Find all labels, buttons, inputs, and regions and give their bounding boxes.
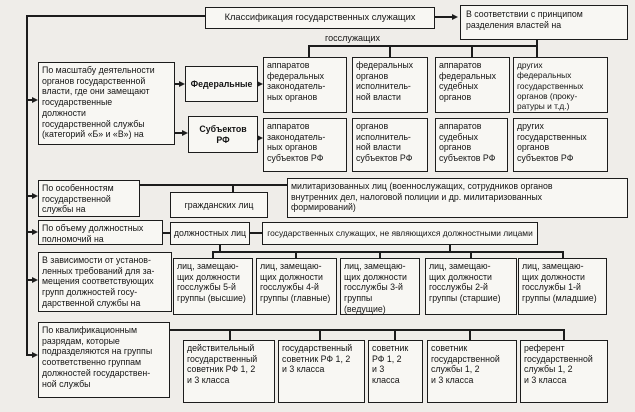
connector-line xyxy=(212,251,214,258)
connector-line xyxy=(140,184,287,186)
connector-line xyxy=(563,329,565,340)
connector-line xyxy=(27,279,33,281)
connector-line xyxy=(562,251,564,258)
subject-organ-box: других государственных органов субъектов… xyxy=(513,118,608,172)
federal-organ-box: федеральных органов исполнитель- ной вла… xyxy=(352,57,428,113)
connector-line xyxy=(389,45,391,57)
connector-line xyxy=(175,83,179,85)
group-box: лиц, замещаю- щих должности госслужбы 2-… xyxy=(425,258,517,315)
subject-organ-box: аппаратов законодатель- ных органов субъ… xyxy=(263,118,347,172)
arrowhead xyxy=(32,276,38,283)
federal-organ-box: аппаратов федеральных законодатель- ных … xyxy=(263,57,347,113)
officials-box: должностных лиц xyxy=(170,222,250,245)
arrowhead xyxy=(257,80,263,87)
connector-line xyxy=(308,45,310,57)
connector-line xyxy=(27,15,205,17)
subject-organ-box: аппаратов судебных органов субъектов РФ xyxy=(435,118,508,172)
bracket-line xyxy=(170,329,565,331)
connector-line xyxy=(536,40,538,47)
connector-line xyxy=(435,16,453,18)
subjects-level-box: Субъектов РФ xyxy=(188,116,258,153)
connector-line xyxy=(27,99,33,101)
group-box: лиц, замещаю- щих должности госслужбы 3-… xyxy=(340,258,420,315)
connector-line xyxy=(394,329,396,340)
arrowhead xyxy=(182,129,188,136)
group-box: лиц, замещаю- щих должности госслужбы 5-… xyxy=(173,258,253,315)
connector-line xyxy=(470,251,472,258)
principle-box: В соответствии с принципом разделения вл… xyxy=(460,5,628,40)
connector-line xyxy=(536,45,538,57)
rank-box: советник РФ 1, 2 и 3 класса xyxy=(368,340,423,403)
bracket-line xyxy=(212,251,564,253)
group-box: лиц, замещаю- щих должности госслужбы 4-… xyxy=(256,258,337,315)
connector-line xyxy=(163,232,170,234)
branch-label: госслужащих xyxy=(325,33,380,43)
federal-level-box: Федеральные xyxy=(185,66,258,102)
arrowhead xyxy=(32,228,38,235)
civil-persons-box: гражданских лиц xyxy=(170,192,268,218)
connector-line xyxy=(27,195,33,197)
category-features-box: По особенностям государственной службы н… xyxy=(38,180,140,217)
rank-box: референт государственной службы 1, 2 и 3… xyxy=(520,340,608,403)
connector-line xyxy=(232,184,234,193)
group-box: лиц, замещаю- щих должности госслужбы 1-… xyxy=(518,258,607,315)
connector-line xyxy=(27,231,33,233)
connector-line xyxy=(319,329,321,340)
federal-organ-box: аппаратов федеральных судебных органов xyxy=(435,57,510,113)
connector-line xyxy=(219,245,221,252)
arrowhead xyxy=(32,96,38,103)
militarized-persons-box: милитаризованных лиц (военнослужащих, со… xyxy=(287,178,628,218)
spine-line xyxy=(26,15,28,356)
rank-box: советник государственной службы 1, 2 и 3… xyxy=(427,340,517,403)
arrowhead xyxy=(179,80,185,87)
connector-line xyxy=(449,245,451,252)
non-officials-box: государственных служащих, не являющихся … xyxy=(262,222,538,245)
connector-line xyxy=(295,251,297,258)
connector-line xyxy=(469,329,471,340)
rank-box: государственный советник РФ 1, 2 и 3 кла… xyxy=(278,340,365,403)
federal-organ-box: других федеральных государственных орган… xyxy=(513,57,608,113)
category-powers-box: По объему должностных полномочий на xyxy=(38,220,163,245)
subject-organ-box: органов исполнитель- ной власти субъекто… xyxy=(352,118,428,172)
connector-line xyxy=(471,45,473,57)
arrowhead xyxy=(32,351,38,358)
title-box: Классификация государственных служащих xyxy=(205,7,435,29)
bracket-line xyxy=(308,45,538,47)
connector-line xyxy=(27,354,33,356)
category-scale-box: По масштабу деятельности органов государ… xyxy=(38,62,175,145)
category-groups-box: В зависимости от установ- ленных требова… xyxy=(38,252,172,312)
arrowhead xyxy=(257,134,263,141)
arrowhead xyxy=(452,13,458,20)
rank-box: действительный государственный советник … xyxy=(183,340,275,403)
connector-line xyxy=(250,232,262,234)
arrowhead xyxy=(32,192,38,199)
connector-line xyxy=(175,132,182,134)
connector-line xyxy=(229,329,231,340)
category-ranks-box: По квалификационным разрядам, которые по… xyxy=(38,322,170,398)
connector-line xyxy=(379,251,381,258)
